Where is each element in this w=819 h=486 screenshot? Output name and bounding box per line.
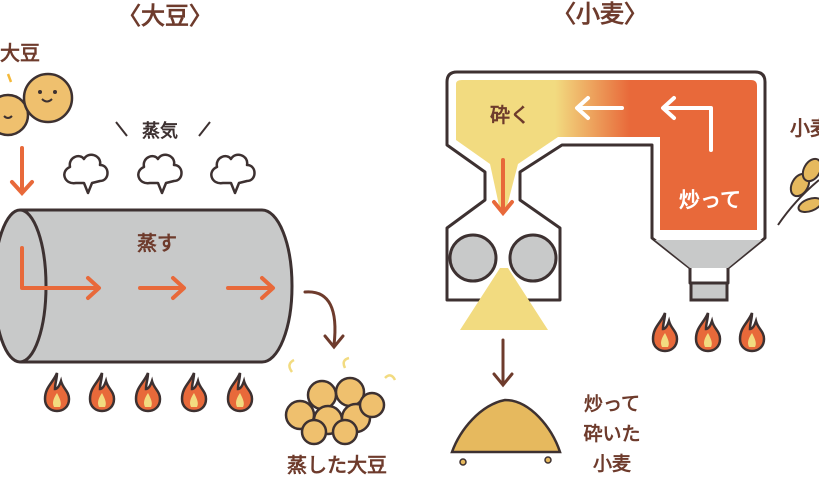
steam-cloud-icon <box>210 153 256 195</box>
wheat-ear-icon <box>777 157 819 226</box>
flame-icon <box>226 371 254 413</box>
steam-cloud-icon <box>137 153 183 195</box>
flame-icon <box>694 311 722 353</box>
roasting-crushing-machine <box>445 70 767 330</box>
steamed-soybeans-icon <box>284 356 397 446</box>
steam-cloud-icon <box>63 153 109 195</box>
steam-mark-left <box>115 121 128 137</box>
flame-icon <box>651 311 679 353</box>
steam-label: 蒸気 <box>142 120 178 142</box>
roast-label: 炒って <box>679 188 741 212</box>
wheat-input-label: 小麦 <box>790 116 819 140</box>
output-label-line: 炒って <box>584 393 640 415</box>
crush-label: 砕く <box>490 103 530 127</box>
output-label-line: 小麦 <box>593 452 632 475</box>
output-label-line: 砕いた <box>583 423 640 445</box>
flow-arrows-icon <box>20 246 275 300</box>
steam-process-label: 蒸す <box>137 231 177 255</box>
steamed-soybean-label: 蒸した大豆 <box>287 453 387 477</box>
soybean-input-label: 大豆 <box>0 41 40 65</box>
soybean-characters-icon <box>0 72 74 137</box>
flame-icon <box>43 371 71 413</box>
flame-icon <box>180 371 208 413</box>
steam-mark-right <box>198 121 211 137</box>
flame-icon <box>738 311 766 353</box>
wheat-section-title: 〈小麦〉 <box>552 0 648 28</box>
curved-arrow-icon <box>303 290 345 350</box>
flame-icon <box>134 371 162 413</box>
soy-section-title: 〈大豆〉 <box>117 2 213 30</box>
flame-icon <box>88 371 116 413</box>
flow-arrows-icon <box>575 96 713 152</box>
crushed-wheat-pile-icon <box>450 398 562 466</box>
arrow-down-icon <box>492 158 514 217</box>
arrow-down-icon <box>492 338 514 388</box>
arrow-down-icon <box>10 146 34 196</box>
